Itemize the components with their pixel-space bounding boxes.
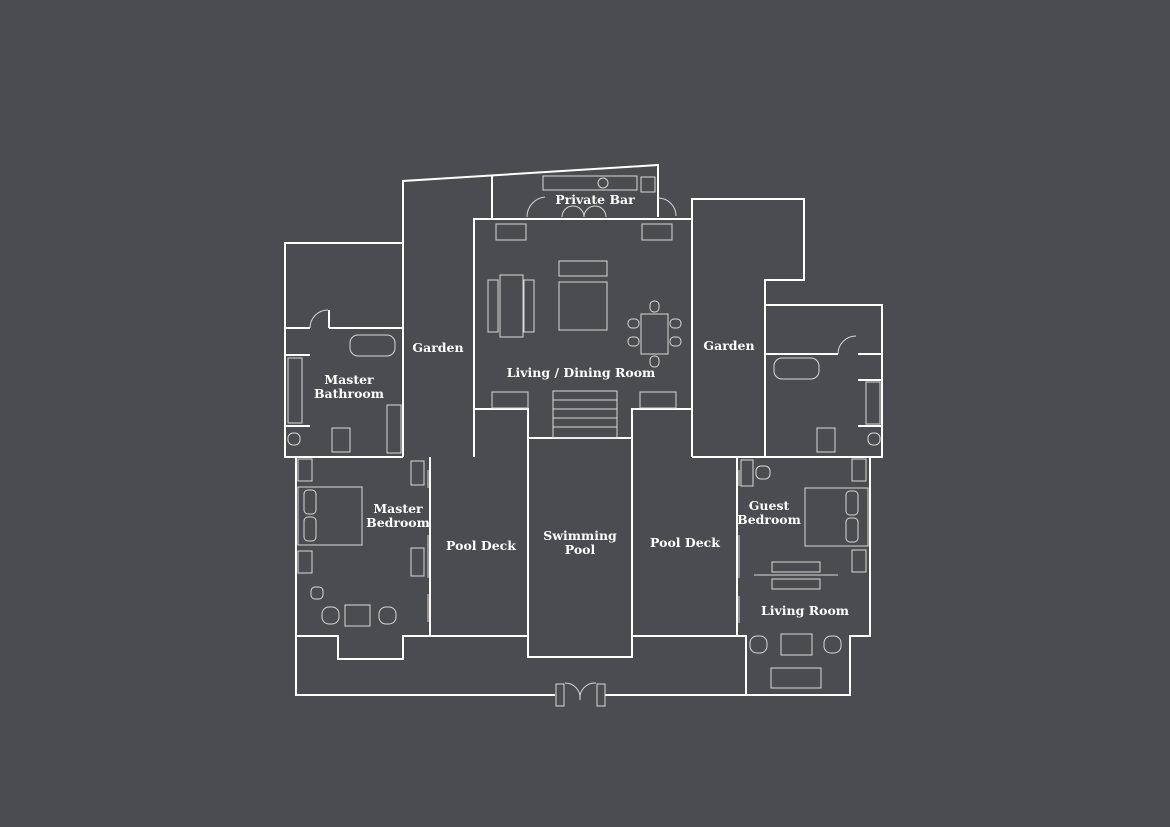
bar-fridge	[640, 176, 656, 193]
sofa	[487, 279, 499, 333]
label-living-room: Living Room	[761, 603, 849, 618]
bathtub	[349, 334, 396, 357]
living-dining-bottom	[474, 408, 692, 439]
nightstand	[851, 549, 867, 573]
pillow	[845, 490, 859, 516]
door-jamb	[596, 683, 606, 707]
walls	[284, 163, 883, 696]
nightstand	[297, 550, 313, 574]
guest-bath-outline	[692, 304, 883, 458]
coffee-table	[344, 604, 371, 627]
cabinet	[410, 547, 425, 577]
chair	[816, 427, 836, 453]
sofa	[523, 279, 535, 333]
terrace-door	[564, 682, 597, 701]
label-master-bathroom-line2: Bathroom	[314, 386, 384, 401]
label-guest-bedroom-line2: Bedroom	[737, 512, 801, 527]
chair	[627, 336, 640, 347]
chair	[331, 427, 351, 453]
label-master-bedroom-line2: Bedroom	[366, 515, 430, 530]
label-garden-right: Garden	[703, 338, 754, 353]
desk	[740, 459, 754, 487]
label-pool-deck-left: Pool Deck	[446, 538, 516, 553]
label-living-dining-room: Living / Dining Room	[507, 365, 656, 380]
tv-unit	[771, 578, 821, 590]
pillow	[303, 516, 317, 542]
chair	[310, 586, 324, 600]
rug	[558, 281, 608, 331]
guest-bedroom-outline	[736, 457, 871, 696]
toilet	[867, 432, 881, 446]
garden-left-outline	[402, 163, 659, 457]
label-guest-bedroom-line1: Guest	[749, 498, 790, 513]
armchair	[321, 606, 340, 625]
armchair	[749, 635, 768, 654]
chair	[627, 318, 640, 329]
toilet	[287, 432, 301, 446]
chair	[649, 355, 660, 368]
bar-door-left	[526, 196, 546, 218]
chair	[669, 336, 682, 347]
cabinet	[410, 460, 425, 486]
vanity	[865, 381, 881, 425]
master-bath-outline	[284, 242, 403, 458]
bathtub	[773, 357, 820, 380]
nightstand	[297, 458, 313, 482]
bath-door	[309, 309, 329, 329]
master-bedroom-outline	[295, 457, 431, 660]
armchair	[378, 606, 397, 625]
cabinet	[641, 223, 673, 241]
terrace-outline	[295, 636, 555, 696]
pillow	[845, 517, 859, 543]
label-master-bedroom-line1: Master	[373, 501, 423, 516]
label-master-bathroom-line1: Master	[324, 372, 374, 387]
bed	[804, 487, 869, 547]
bar-counter	[542, 175, 638, 191]
pillow	[303, 489, 317, 515]
dining-table	[640, 313, 669, 355]
dining-table	[499, 274, 524, 338]
bench	[639, 391, 677, 409]
chair	[669, 318, 682, 329]
sofa	[770, 667, 822, 689]
coffee-table	[780, 633, 813, 656]
armchair	[823, 635, 842, 654]
chair	[755, 465, 771, 480]
label-pool-deck-right: Pool Deck	[650, 535, 720, 550]
label-swimming-pool-line1: Swimming	[543, 528, 617, 543]
chair	[649, 300, 660, 313]
tv-console	[558, 260, 608, 277]
garden-right-outline	[691, 198, 805, 457]
living-dining-outline	[473, 218, 692, 457]
bar-sink	[597, 177, 609, 189]
bath-door	[837, 335, 857, 355]
nightstand	[851, 458, 867, 482]
shelf	[386, 404, 402, 454]
cabinet	[495, 223, 527, 241]
vanity	[287, 357, 303, 424]
stairs	[552, 390, 618, 439]
door-jamb	[555, 683, 565, 707]
bed	[297, 486, 363, 546]
label-garden-left: Garden	[412, 340, 463, 355]
tv-unit	[771, 561, 821, 573]
label-private-bar: Private Bar	[555, 192, 635, 207]
bar-door-right	[657, 197, 677, 217]
label-swimming-pool-line2: Pool	[565, 542, 596, 557]
bar-door-center	[561, 205, 607, 218]
bench	[491, 391, 529, 409]
swimming-pool-outline	[527, 438, 633, 658]
room-labels: Private Bar Garden Living / Dining Room …	[314, 192, 849, 618]
furniture	[287, 175, 881, 707]
